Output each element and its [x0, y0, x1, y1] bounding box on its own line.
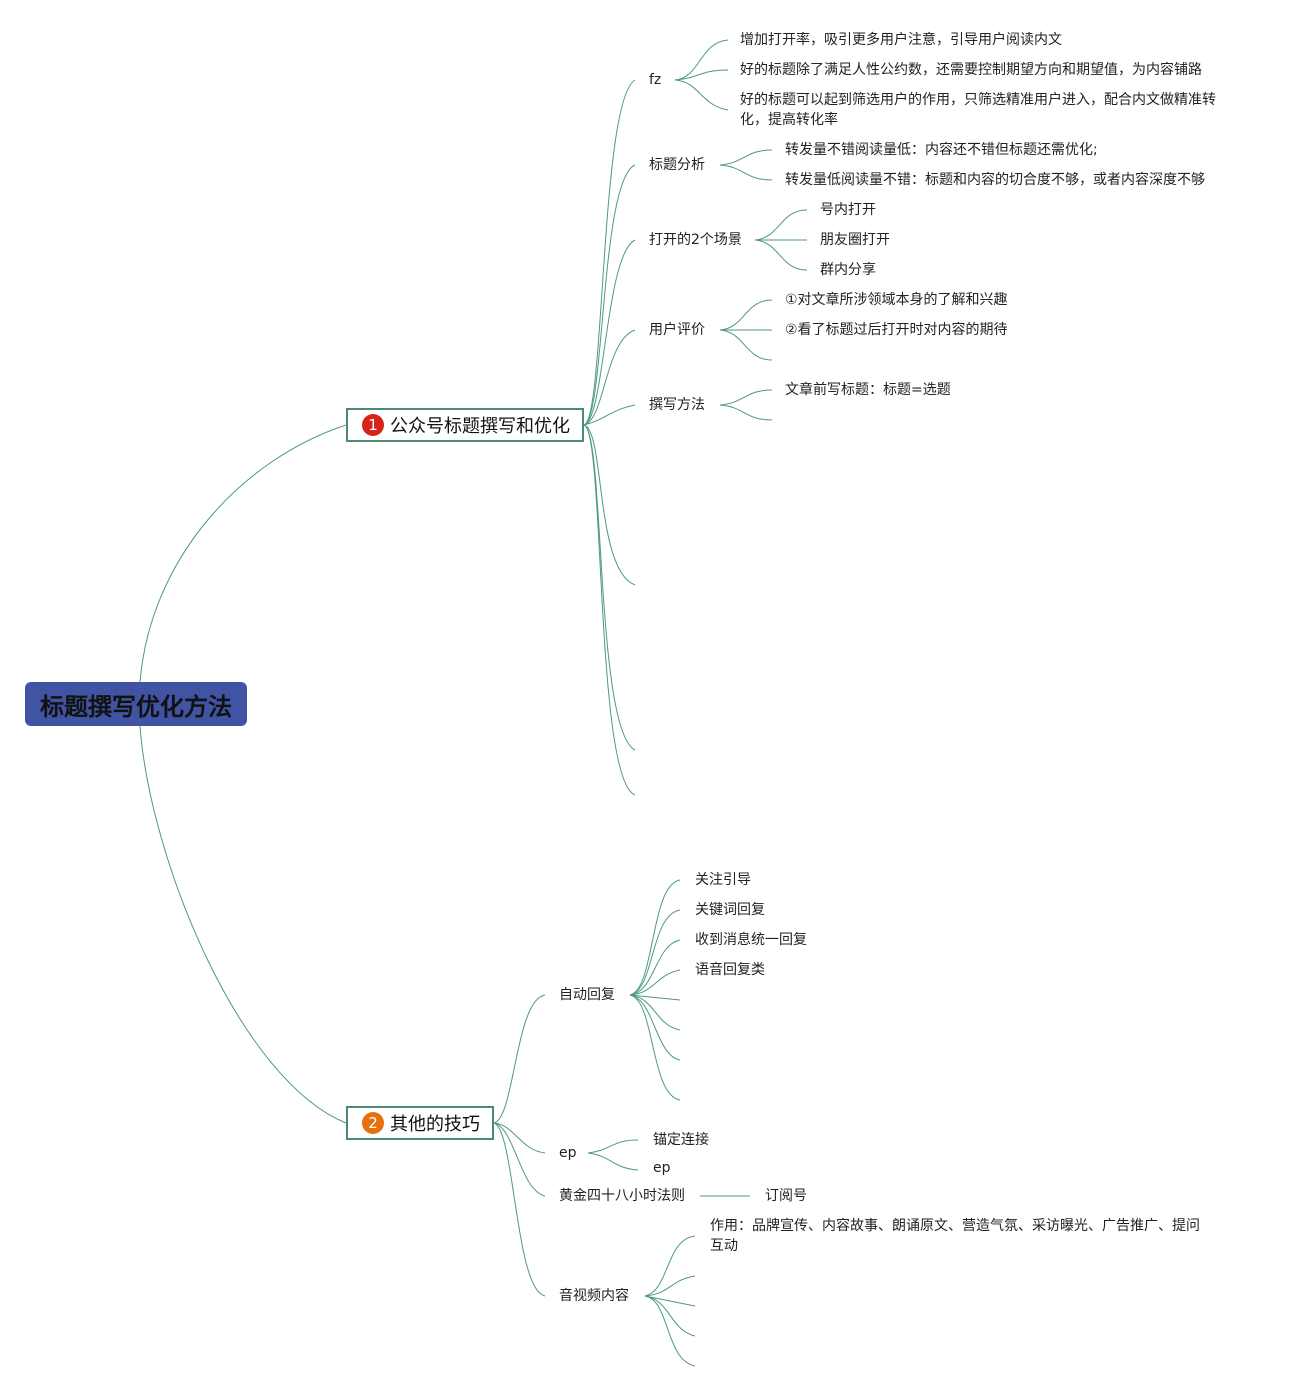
link-method-1	[719, 389, 773, 406]
branch-1-label: 公众号标题撰写和优化	[390, 416, 570, 437]
link-b1-analysis	[583, 164, 636, 426]
leaf-fz-1[interactable]: 增加打开率，吸引更多用户注意，引导用户阅读内文	[740, 32, 1062, 48]
leaf-scene-1[interactable]: 号内打开	[820, 202, 876, 218]
link-av-1	[644, 1235, 696, 1297]
link-auto-6	[629, 994, 681, 1031]
link-scenes-3	[754, 239, 808, 271]
link-ep-1	[587, 1139, 639, 1154]
leaf-fz-3[interactable]: 好的标题可以起到筛选用户的作用，只筛选精准用户进入，配合内文做精准转化，提高转化…	[740, 92, 1216, 128]
link-scenes-1	[754, 209, 808, 241]
topic-fz[interactable]: fz	[649, 72, 662, 88]
link-b1-empty1	[583, 424, 636, 586]
link-auto-5	[629, 994, 681, 1001]
leaf-auto-4[interactable]: 语音回复类	[695, 962, 765, 978]
link-analysis-2	[719, 164, 773, 181]
leaf-analysis-1[interactable]: 转发量不错阅读量低：内容还不错但标题还需优化;	[785, 142, 1098, 158]
link-review-3	[719, 329, 773, 361]
link-b1-method	[583, 404, 636, 426]
link-b1-empty3	[583, 424, 636, 796]
leaf-auto-2[interactable]: 关键词回复	[695, 902, 765, 918]
leaf-fz-2[interactable]: 好的标题除了满足人性公约数，还需要控制期望方向和期望值，为内容铺路	[740, 62, 1202, 78]
topic-open-scenes[interactable]: 打开的2个场景	[649, 232, 742, 248]
link-b2-autoreply	[493, 994, 546, 1124]
topic-writing-method[interactable]: 撰写方法	[649, 397, 705, 413]
topic-audio-video[interactable]: 音视频内容	[559, 1288, 629, 1304]
link-av-3	[644, 1295, 696, 1307]
link-av-2	[644, 1275, 696, 1297]
topic-auto-reply[interactable]: 自动回复	[559, 987, 615, 1003]
leaf-scene-3[interactable]: 群内分享	[820, 262, 876, 278]
leaf-ep-2[interactable]: ep	[653, 1160, 671, 1176]
link-auto-7	[629, 994, 681, 1061]
link-analysis-1	[719, 149, 773, 166]
link-b1-review	[583, 329, 636, 426]
link-auto-2	[629, 909, 681, 996]
link-b2-av	[493, 1122, 546, 1297]
topic-golden-48h[interactable]: 黄金四十八小时法则	[559, 1188, 685, 1204]
link-av-4	[644, 1295, 696, 1337]
link-b1-fz	[583, 79, 636, 426]
link-auto-8	[629, 994, 681, 1101]
leaf-scene-2[interactable]: 朋友圈打开	[820, 232, 890, 248]
leaf-ep-1[interactable]: 锚定连接	[653, 1132, 709, 1148]
leaf-review-2[interactable]: ②看了标题过后打开时对内容的期待	[785, 322, 1008, 338]
link-fz-3	[674, 79, 729, 111]
topic-ep[interactable]: ep	[559, 1145, 577, 1161]
root-topic[interactable]: 标题撰写优化方法	[25, 682, 247, 726]
branch-2-topic[interactable]: 2 其他的技巧	[346, 1106, 494, 1140]
link-b2-golden	[493, 1122, 546, 1197]
link-ep-2	[587, 1152, 639, 1171]
link-method-2	[719, 404, 773, 421]
link-auto-4	[629, 969, 681, 996]
link-fz-1	[674, 39, 729, 81]
link-b2-ep	[493, 1122, 546, 1154]
priority-2-badge: 2	[362, 1112, 384, 1134]
leaf-golden-1[interactable]: 订阅号	[765, 1188, 807, 1204]
branch-2-label: 其他的技巧	[390, 1114, 480, 1135]
link-b1-scenes	[583, 239, 636, 426]
link-review-1	[719, 299, 773, 331]
leaf-auto-1[interactable]: 关注引导	[695, 872, 751, 888]
leaf-av-1[interactable]: 作用：品牌宣传、内容故事、朗诵原文、营造气氛、采访曝光、广告推广、提问互动	[710, 1218, 1200, 1254]
topic-title-analysis[interactable]: 标题分析	[649, 157, 705, 173]
link-av-5	[644, 1295, 696, 1367]
topic-user-review[interactable]: 用户评价	[649, 322, 705, 338]
link-auto-1	[629, 879, 681, 996]
link-fz-2	[674, 69, 729, 81]
link-root-branch1	[139, 424, 347, 683]
link-root-branch2	[139, 725, 347, 1124]
leaf-analysis-2[interactable]: 转发量低阅读量不错：标题和内容的切合度不够，或者内容深度不够	[785, 172, 1205, 188]
priority-1-badge: 1	[362, 414, 384, 436]
link-auto-3	[629, 939, 681, 996]
branch-1-topic[interactable]: 1 公众号标题撰写和优化	[346, 408, 584, 442]
leaf-review-1[interactable]: ①对文章所涉领域本身的了解和兴趣	[785, 292, 1008, 308]
leaf-auto-3[interactable]: 收到消息统一回复	[695, 932, 807, 948]
root-topic-label: 标题撰写优化方法	[40, 692, 232, 721]
leaf-method-1[interactable]: 文章前写标题：标题=选题	[785, 382, 951, 398]
